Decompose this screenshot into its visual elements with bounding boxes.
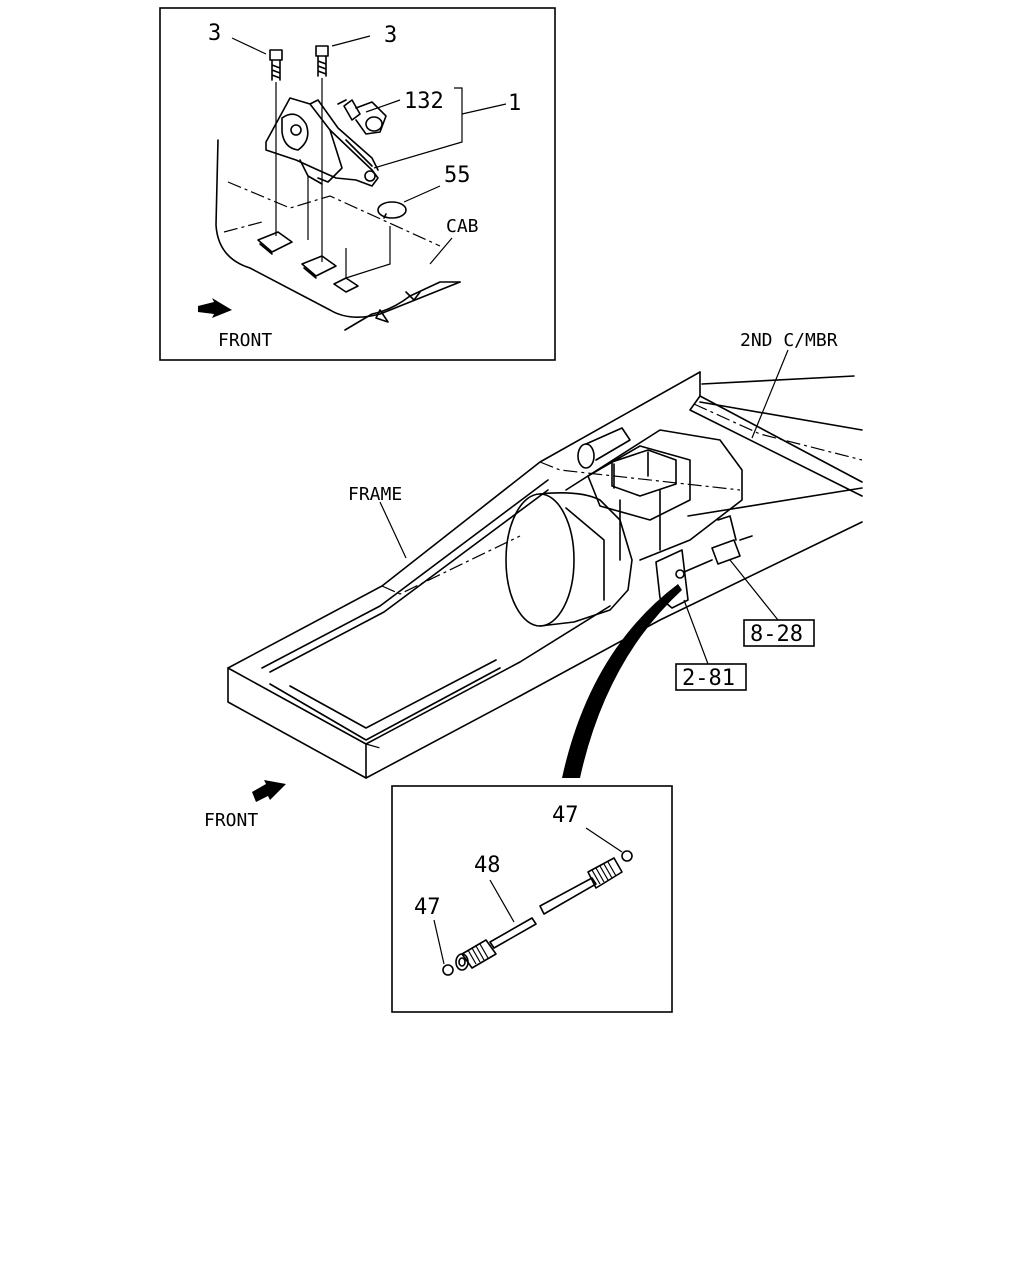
leader-crossmember xyxy=(751,349,789,439)
plug-55 xyxy=(377,201,407,219)
top-inset: 3 3 132 1 55 CAB FRONT xyxy=(159,7,556,361)
callout-oring-left: 47 xyxy=(414,895,441,920)
ref-upper: 8-28 xyxy=(750,622,803,647)
ref-box-lower xyxy=(675,663,747,691)
parking-brake-lever-assembly xyxy=(265,97,379,187)
switch-132 xyxy=(337,99,387,135)
leader-3-right xyxy=(331,35,371,47)
leader-1-bracket xyxy=(373,87,463,169)
leader-oring-right xyxy=(585,827,623,853)
crossmember-top xyxy=(701,375,855,385)
leader-132 xyxy=(365,99,401,113)
leader-ref-upper xyxy=(729,559,779,621)
callout-plug: 55 xyxy=(444,163,471,188)
bottom-inset: 47 48 47 xyxy=(391,785,673,1013)
front-arrow-icon xyxy=(198,298,232,318)
leader-hose xyxy=(489,879,515,923)
bottom-inset-frame xyxy=(391,785,673,1013)
front-arrow-icon-main xyxy=(252,780,286,802)
leader-frame xyxy=(379,501,407,559)
top-inset-frame xyxy=(159,7,556,361)
callout-bolt-right: 3 xyxy=(384,23,397,48)
callout-cab: CAB xyxy=(446,216,479,237)
leader-55 xyxy=(403,185,441,203)
callout-assembly: 1 xyxy=(508,91,521,116)
leader-3-left xyxy=(231,37,267,55)
oring-left xyxy=(442,964,454,976)
callout-crossmember: 2ND C/MBR xyxy=(740,330,838,351)
floor-hole xyxy=(333,277,359,293)
callout-frame: FRAME xyxy=(348,484,402,505)
front-label-main: FRONT xyxy=(204,810,258,831)
ref-lower: 2-81 xyxy=(682,666,735,691)
frame-end-face xyxy=(227,667,367,779)
leader-oring-left xyxy=(433,919,445,965)
callout-switch: 132 xyxy=(404,89,444,114)
frame-rail-left-outer xyxy=(227,371,701,669)
front-label-top: FRONT xyxy=(218,330,272,351)
hose-fitting-right xyxy=(539,857,623,915)
hose-48 xyxy=(455,917,537,971)
hose-bracket xyxy=(655,515,753,609)
callout-hose: 48 xyxy=(474,853,501,878)
oring-right xyxy=(621,850,633,862)
callout-bolt-left: 3 xyxy=(208,21,221,46)
transmission-housing xyxy=(505,427,743,627)
cab-floor-dash xyxy=(227,181,441,247)
bolt-right xyxy=(315,45,329,262)
ref-box-upper xyxy=(743,619,815,647)
bolt-left xyxy=(269,49,283,236)
mount-pad-right xyxy=(301,255,337,279)
callout-oring-right: 47 xyxy=(552,803,579,828)
mount-pad-left xyxy=(257,231,293,255)
main-view: 2ND C/MBR FRAME 8-28 2-81 FRONT xyxy=(204,330,863,831)
leader-ref-lower xyxy=(683,599,709,665)
detail-pointer xyxy=(562,584,682,778)
frame-rail-right-outer xyxy=(365,605,611,745)
leader-cab xyxy=(429,237,453,265)
